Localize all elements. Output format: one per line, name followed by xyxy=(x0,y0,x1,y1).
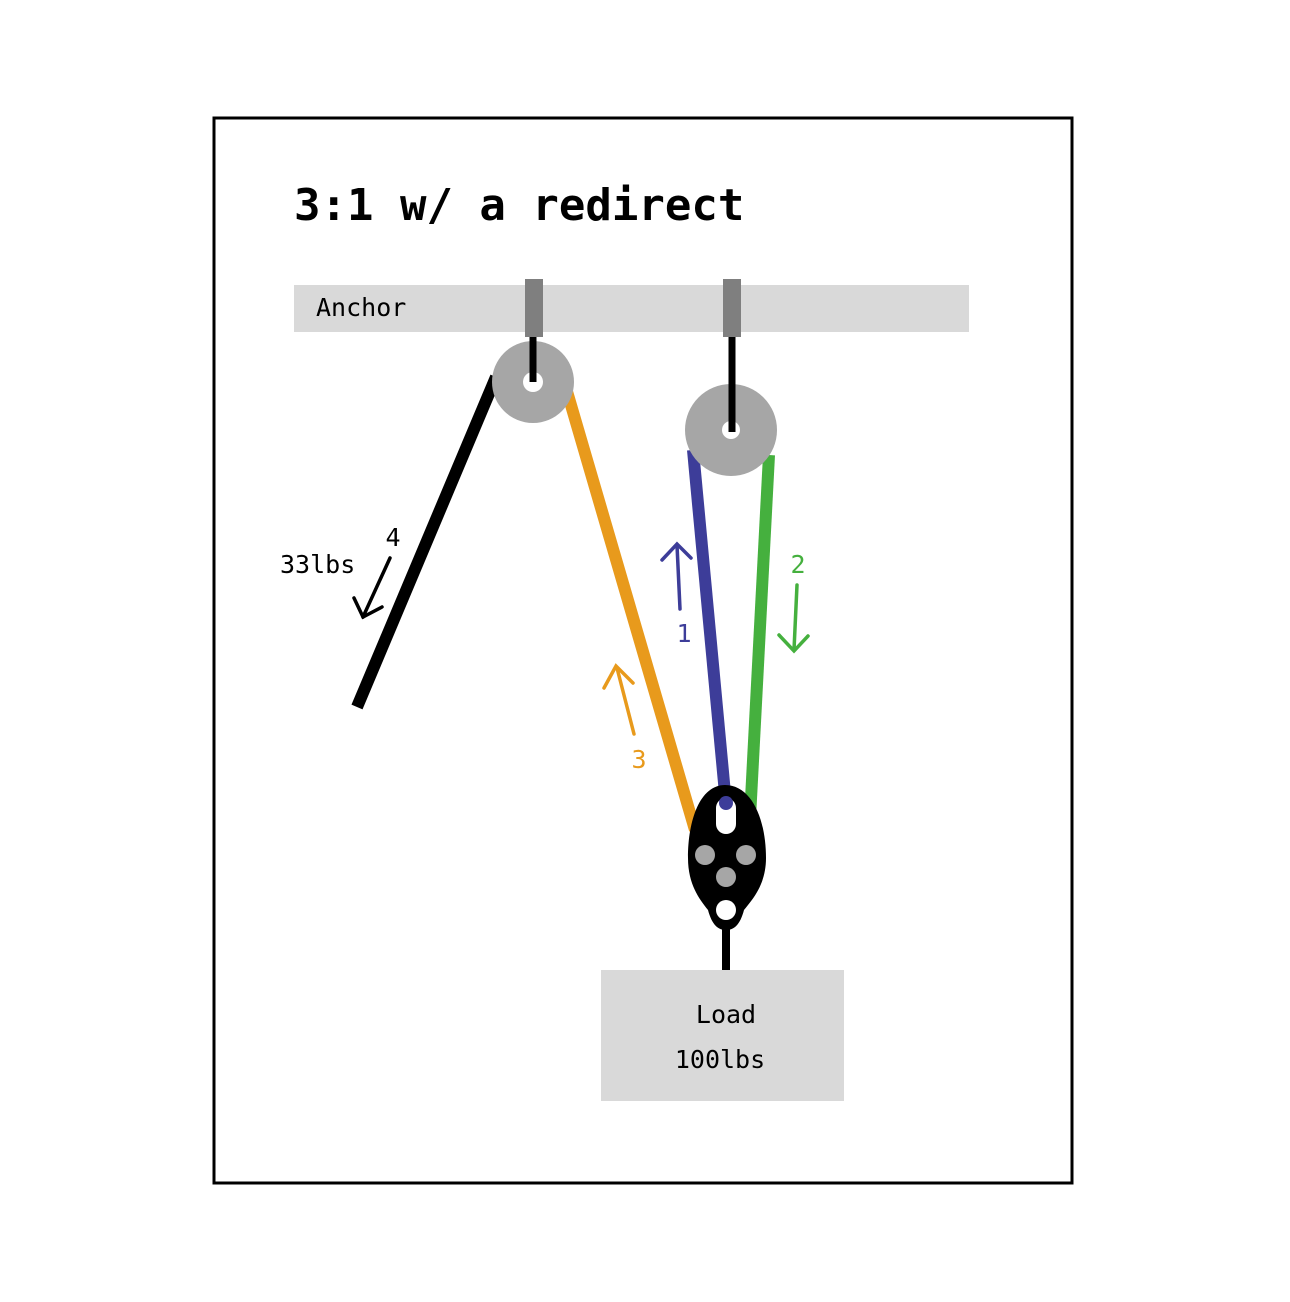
top-pulley xyxy=(685,337,777,476)
anchor-label: Anchor xyxy=(316,293,406,322)
strand-3-arrow xyxy=(602,663,636,736)
pull-force-label: 33lbs xyxy=(280,550,355,579)
anchor-post-right xyxy=(723,279,741,337)
load-label: Load xyxy=(696,1000,756,1029)
pulley-hole-bottom xyxy=(716,867,736,887)
anchor-bar xyxy=(294,285,969,332)
load-box xyxy=(601,970,844,1101)
strand-2-arrow xyxy=(777,583,810,654)
strand-1-number: 1 xyxy=(676,619,691,648)
pulley-attachment-hole xyxy=(716,900,736,920)
load-weight: 100lbs xyxy=(675,1045,765,1074)
diagram-frame xyxy=(212,116,1074,1185)
strand-1-rope xyxy=(687,449,733,816)
strand-2-rope xyxy=(744,454,775,819)
pulley-rope-end xyxy=(719,796,733,810)
pulley-hole-right xyxy=(736,845,756,865)
pulley-hole-left xyxy=(695,845,715,865)
strand-1-arrow xyxy=(660,541,693,611)
redirect-pulley xyxy=(492,337,574,423)
strand-3-rope xyxy=(560,386,701,832)
traveling-pulley xyxy=(688,785,766,970)
strand-4-number: 4 xyxy=(385,523,400,552)
pulley-body xyxy=(688,785,766,930)
strand-4-arrow xyxy=(352,556,392,620)
strand-4-rope xyxy=(351,374,502,710)
strand-3-number: 3 xyxy=(631,745,646,774)
strand-2-number: 2 xyxy=(790,550,805,579)
diagram-title: 3:1 w/ a redirect xyxy=(294,180,744,231)
anchor-post-left xyxy=(525,279,543,337)
